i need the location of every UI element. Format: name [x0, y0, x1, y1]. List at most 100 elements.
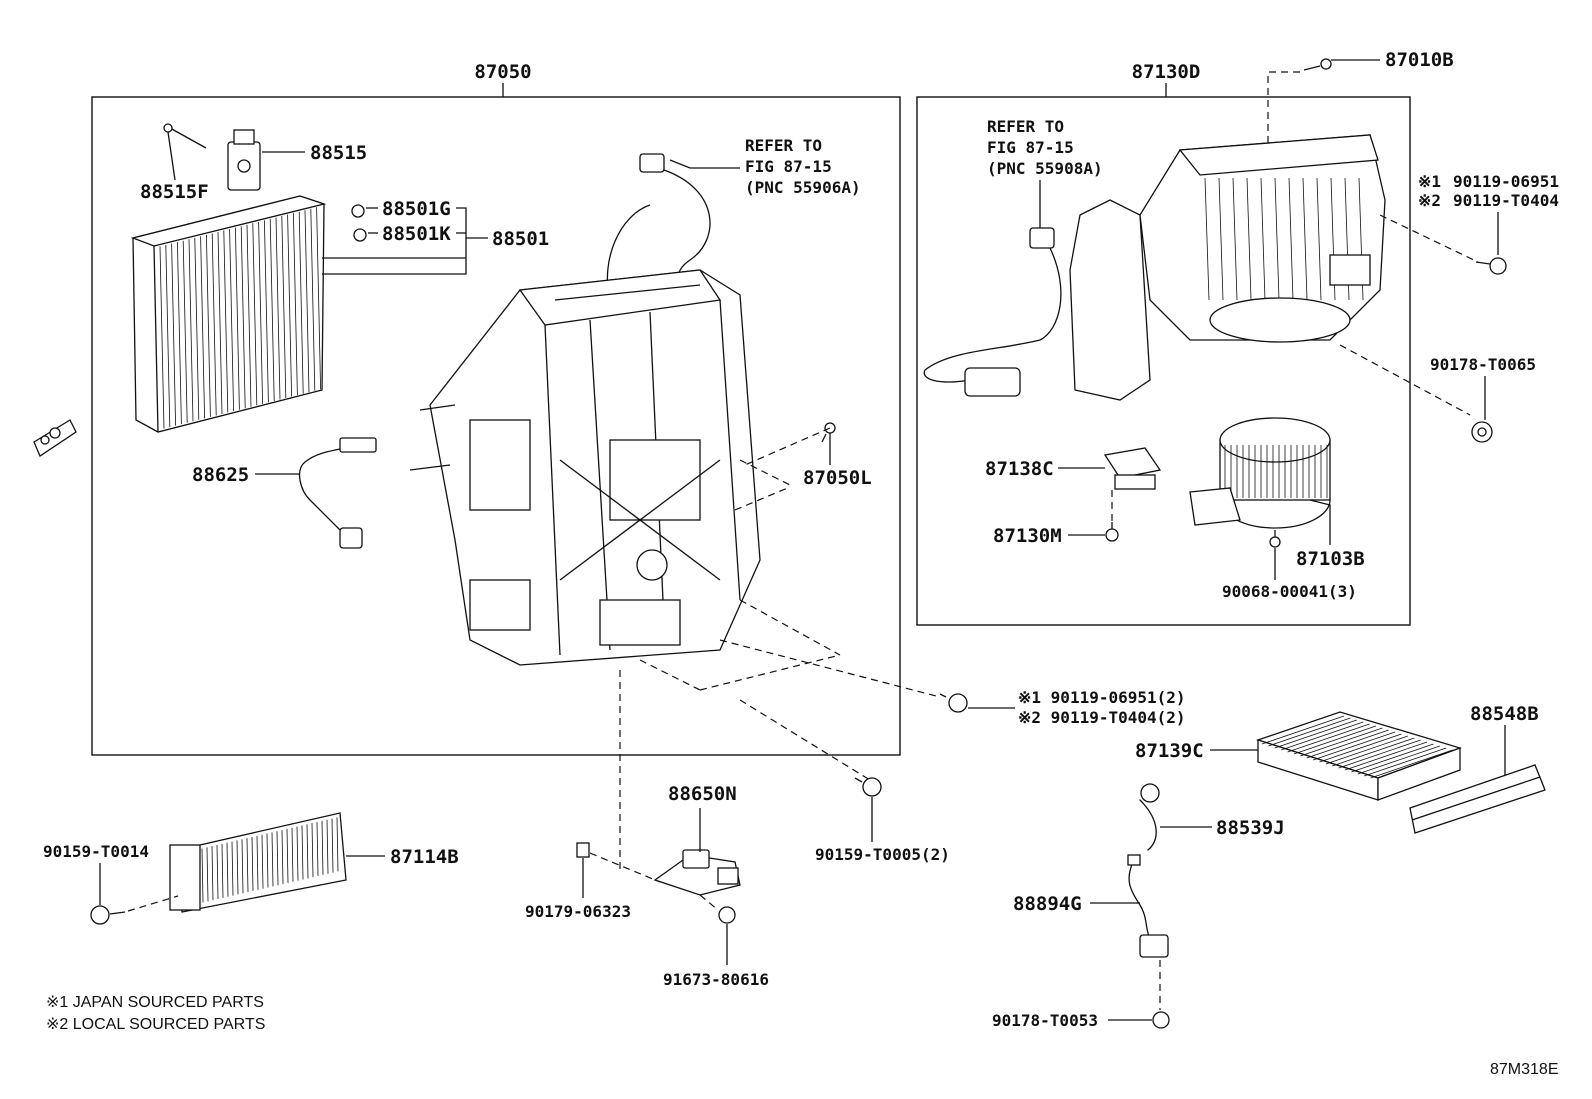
label-87050L: 87050L [803, 467, 872, 489]
hatch-line [1232, 177, 1238, 301]
evaporator-part [130, 195, 327, 433]
hatch-line [1268, 717, 1351, 747]
hatch-line [246, 838, 249, 893]
sensor-88650N-part [653, 849, 741, 896]
filter-cover-part [1409, 764, 1546, 834]
label-90159-T0005: 90159-T0005(2) [815, 845, 950, 864]
label-87103B: 87103B [1296, 548, 1365, 570]
hatch-line [235, 227, 240, 410]
assembly-box-87050 [91, 96, 901, 756]
hatch-line [286, 828, 289, 883]
grommet-part [33, 419, 77, 457]
hatch-line [211, 846, 214, 901]
hatch-line [1260, 177, 1266, 301]
label-88539J: 88539J [1216, 817, 1285, 839]
hatch-line [316, 207, 321, 390]
screw-91673-part [718, 906, 736, 924]
hatch-line [200, 236, 205, 419]
hatch-line [298, 211, 304, 394]
hatch-line [316, 822, 319, 877]
figure-code: 87M318E [1490, 1061, 1559, 1078]
hatch-line [159, 246, 165, 429]
label-87010B: 87010B [1385, 49, 1454, 71]
label-87139C: 87139C [1135, 740, 1204, 762]
refer-note-1-line3: (PNC 55906A) [745, 178, 861, 197]
hatch-line [321, 820, 324, 875]
hatch-line [201, 848, 204, 903]
heater-unit-housing-part [409, 269, 761, 666]
label-88894G: 88894G [1013, 893, 1082, 915]
hatch-line [261, 834, 264, 889]
label-90119-T0404: 90119-T0404 [1453, 191, 1559, 210]
hatch-line [1351, 743, 1434, 773]
hatch-line [310, 208, 316, 391]
label-88625: 88625 [192, 464, 249, 486]
hatch-line [291, 827, 294, 882]
screw-87010B-part [1303, 58, 1332, 71]
hatch-line [336, 817, 339, 872]
refer-note-2-line1: REFER TO [987, 117, 1064, 136]
hatch-line [188, 239, 194, 422]
hatch-line [240, 226, 246, 409]
hatch-line [1218, 177, 1224, 301]
o-ring-parts [351, 204, 367, 242]
hatch-line [1312, 731, 1396, 761]
screw-90159-T0014-part [90, 905, 126, 925]
hatch-line [1274, 719, 1357, 749]
hatch-line [304, 210, 310, 393]
label-90179-06323: 90179-06323 [525, 902, 631, 921]
hatch-line [211, 233, 217, 416]
hatch-line [331, 818, 334, 873]
hatch-line [223, 230, 229, 413]
label-88515F: 88515F [140, 181, 209, 203]
blower-case-part [1069, 134, 1386, 401]
hatch-line [269, 218, 275, 401]
wire-harness-2-part [923, 180, 1062, 397]
hatch-line [271, 832, 274, 887]
clip-90179-part [576, 842, 590, 858]
screw-90159-T0005-part [854, 777, 882, 797]
hatch-line [236, 840, 239, 895]
label-88501: 88501 [492, 228, 549, 250]
hatch-line [251, 836, 254, 891]
refer-note-2-line2: FIG 87-15 [987, 138, 1074, 157]
hatch-line [1246, 177, 1252, 301]
expansion-valve-part [163, 123, 261, 191]
x2-mark-top: ※2 [1418, 191, 1441, 210]
hatch-line [1261, 715, 1345, 745]
hatch-line [1281, 721, 1364, 751]
hatch-line [264, 220, 269, 403]
sensor-88625-part [298, 437, 377, 549]
label-90178-T0053: 90178-T0053 [992, 1011, 1098, 1030]
label-88548B: 88548B [1470, 703, 1539, 725]
label-87114B: 87114B [390, 846, 459, 868]
hatch-line [266, 833, 269, 888]
hatch-line [171, 243, 176, 426]
label-88650N: 88650N [668, 783, 737, 805]
refer-note-1-line2: FIG 87-15 [745, 157, 832, 176]
hatch-line [241, 839, 244, 894]
hatch-line [206, 847, 209, 902]
hatch-line [1288, 177, 1294, 301]
nut-90178-T0065-part [1471, 421, 1493, 443]
hatch-line [1204, 177, 1210, 301]
hatch-line [1364, 747, 1447, 777]
label-87130M: 87130M [993, 525, 1062, 547]
label-88501G: 88501G [382, 198, 451, 220]
label-88515: 88515 [310, 142, 367, 164]
hatch-line [258, 221, 263, 404]
label-90119-T0404-2: ※2 90119-T0404(2) [1018, 708, 1186, 727]
nut-90178-T0053-part [1152, 1011, 1170, 1029]
hatch-line [1325, 735, 1409, 765]
hatch-line [252, 223, 258, 406]
hatch-line [306, 824, 309, 879]
hatch-line [1316, 177, 1322, 301]
hatch-line [293, 213, 298, 396]
hatch-line [281, 216, 287, 399]
hatch-line [177, 242, 182, 425]
note-japan-sourced: ※1 JAPAN SOURCED PARTS [46, 994, 264, 1011]
label-90178-T0065: 90178-T0065 [1430, 355, 1536, 374]
refer-note-1-line1: REFER TO [745, 136, 822, 155]
resistor-87138C-part [1103, 447, 1162, 490]
hatch-line [301, 825, 304, 880]
